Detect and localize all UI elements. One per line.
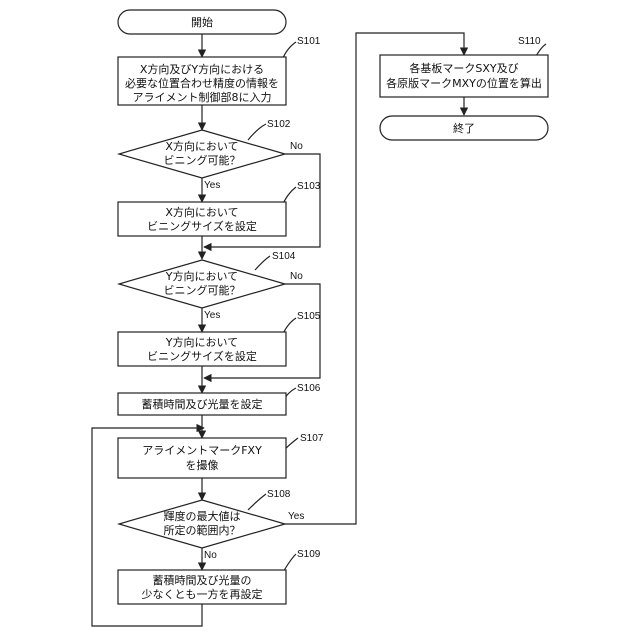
step-id-s103: S103 bbox=[297, 181, 321, 192]
step-id-s109: S109 bbox=[297, 549, 321, 560]
decision-s108: 輝度の最大値は 所定の範囲内？ S108 Yes No bbox=[119, 489, 304, 561]
arrow-s108-yes-to-s110 bbox=[285, 33, 464, 524]
step-s109: 蓄積時間及び光量の 少なくとも一方を再設定 S109 bbox=[118, 549, 321, 604]
step-s110-line-1: 各基板マークSXY及び bbox=[409, 61, 518, 75]
step-s106-line-1: 蓄積時間及び光量を設定 bbox=[142, 397, 263, 411]
branch-no-s102: No bbox=[290, 141, 303, 152]
step-s103-line-1: X方向において bbox=[165, 205, 238, 219]
step-id-s110: S110 bbox=[518, 36, 541, 47]
leader-s108 bbox=[248, 494, 266, 510]
end-label: 終了 bbox=[453, 121, 475, 135]
decision-s104-line-1: Y方向において bbox=[165, 269, 238, 283]
decision-s104-line-2: ビニング可能？ bbox=[164, 283, 241, 297]
step-s101-line-2: 必要な位置合わせ精度の情報を bbox=[125, 76, 279, 90]
step-s109-line-2: 少なくとも一方を再設定 bbox=[142, 587, 263, 601]
leader-s104 bbox=[255, 256, 270, 270]
step-id-s106: S106 bbox=[297, 383, 321, 394]
step-id-s108: S108 bbox=[267, 489, 291, 500]
start-terminal: 開始 bbox=[118, 10, 286, 34]
step-s107-line-2: を撮像 bbox=[186, 458, 219, 472]
step-id-s107: S107 bbox=[300, 433, 324, 444]
step-s110-line-2: 各原版マークMXYの位置を算出 bbox=[386, 76, 542, 90]
step-id-s101: S101 bbox=[297, 36, 321, 47]
step-s103-line-2: ビニングサイズを設定 bbox=[147, 219, 257, 233]
start-label: 開始 bbox=[191, 15, 213, 29]
branch-yes-s108: Yes bbox=[288, 511, 304, 522]
step-s105-line-2: ビニングサイズを設定 bbox=[147, 349, 257, 363]
step-s109-line-1: 蓄積時間及び光量の bbox=[153, 573, 252, 587]
branch-yes-s104: Yes bbox=[204, 310, 220, 321]
branch-no-s104: No bbox=[290, 271, 303, 282]
decision-s102: X方向において ビニング可能？ S102 No Yes bbox=[119, 119, 303, 191]
branch-yes-s102: Yes bbox=[204, 180, 220, 191]
end-terminal: 終了 bbox=[380, 116, 548, 140]
decision-s104: Y方向において ビニング可能？ S104 No Yes bbox=[119, 251, 303, 321]
decision-s102-line-2: ビニング可能？ bbox=[164, 153, 241, 167]
step-s107: アライメントマークFXY を撮像 S107 bbox=[118, 433, 324, 478]
step-s107-line-1: アライメントマークFXY bbox=[142, 444, 262, 457]
step-s101-line-1: X方向及びY方向における bbox=[140, 62, 264, 76]
step-id-s102: S102 bbox=[267, 119, 291, 130]
branch-no-s108: No bbox=[204, 550, 217, 561]
decision-s102-line-1: X方向において bbox=[165, 139, 238, 153]
step-s105-line-1: Y方向において bbox=[165, 335, 238, 349]
decision-s108-line-1: 輝度の最大値は bbox=[164, 509, 241, 523]
leader-s102 bbox=[248, 124, 266, 140]
decision-s108-line-2: 所定の範囲内？ bbox=[164, 523, 241, 537]
step-id-s104: S104 bbox=[272, 251, 296, 262]
step-id-s105: S105 bbox=[297, 311, 321, 322]
step-s101-line-3: アライメント制御部8に入力 bbox=[133, 90, 272, 104]
step-s106: 蓄積時間及び光量を設定 S106 bbox=[118, 383, 321, 415]
